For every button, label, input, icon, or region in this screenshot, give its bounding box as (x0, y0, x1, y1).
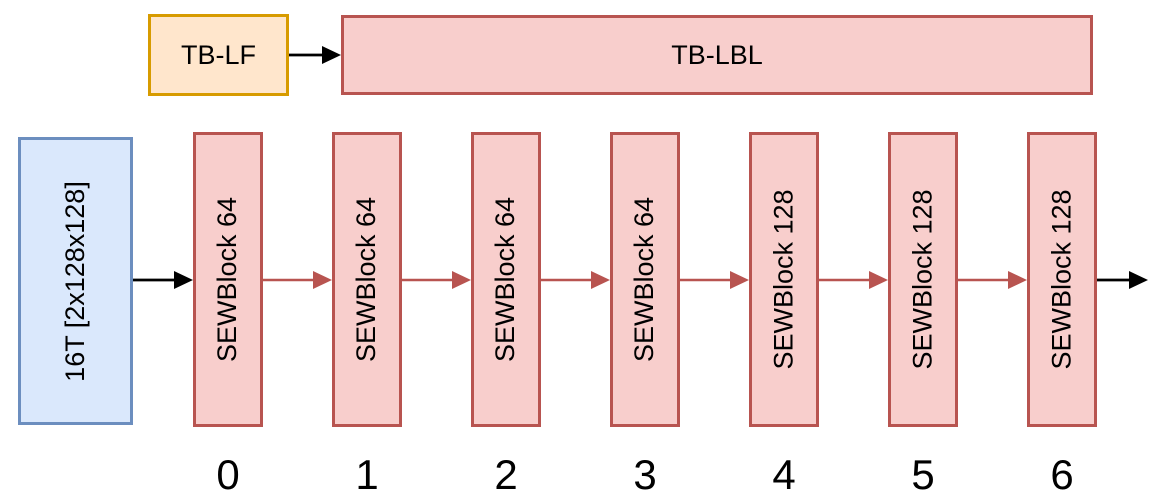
block-index-0: 0 (216, 451, 240, 498)
sew-block-1: SEWBlock 64 (332, 132, 402, 427)
arrow-block-2-3 (541, 271, 610, 289)
arrow-block-1-2 (402, 271, 471, 289)
sew-block-3: SEWBlock 64 (610, 132, 680, 427)
arrow-block-4-5 (819, 271, 888, 289)
arrow-tblf-to-tblbl (289, 46, 341, 64)
sew-block-label: SEWBlock 128 (907, 189, 938, 370)
block-index-1: 1 (355, 451, 379, 498)
tb-lf-box: TB-LF (148, 14, 289, 96)
block-index-3: 3 (633, 451, 657, 498)
arrow-output (1097, 271, 1148, 289)
arrow-block-3-4 (680, 271, 749, 289)
sew-block-label: SEWBlock 64 (351, 196, 382, 363)
sew-block-6: SEWBlock 128 (1027, 132, 1097, 427)
block-index-2: 2 (494, 451, 518, 498)
arrow-block-0-1 (263, 271, 332, 289)
sew-block-label: SEWBlock 128 (768, 189, 799, 370)
sew-block-5: SEWBlock 128 (888, 132, 958, 427)
sew-block-2: SEWBlock 64 (471, 132, 541, 427)
sew-block-label: SEWBlock 128 (1046, 189, 1077, 370)
arrow-block-5-6 (958, 271, 1027, 289)
sew-block-label: SEWBlock 64 (629, 196, 660, 363)
sew-block-4: SEWBlock 128 (749, 132, 819, 427)
sew-block-0: SEWBlock 64 (193, 132, 263, 427)
tb-lbl-label: TB-LBL (671, 39, 763, 70)
tb-lf-label: TB-LF (180, 39, 256, 70)
input-box: 16T [2x128x128] (18, 137, 133, 425)
block-index-5: 5 (911, 451, 935, 498)
input-box-label: 16T [2x128x128] (60, 180, 90, 382)
sew-block-label: SEWBlock 64 (490, 196, 521, 363)
sew-block-label: SEWBlock 64 (212, 196, 243, 363)
block-index-6: 6 (1050, 451, 1074, 498)
arrow-input (133, 271, 193, 289)
tb-lbl-box: TB-LBL (341, 15, 1093, 95)
block-index-4: 4 (772, 451, 796, 498)
